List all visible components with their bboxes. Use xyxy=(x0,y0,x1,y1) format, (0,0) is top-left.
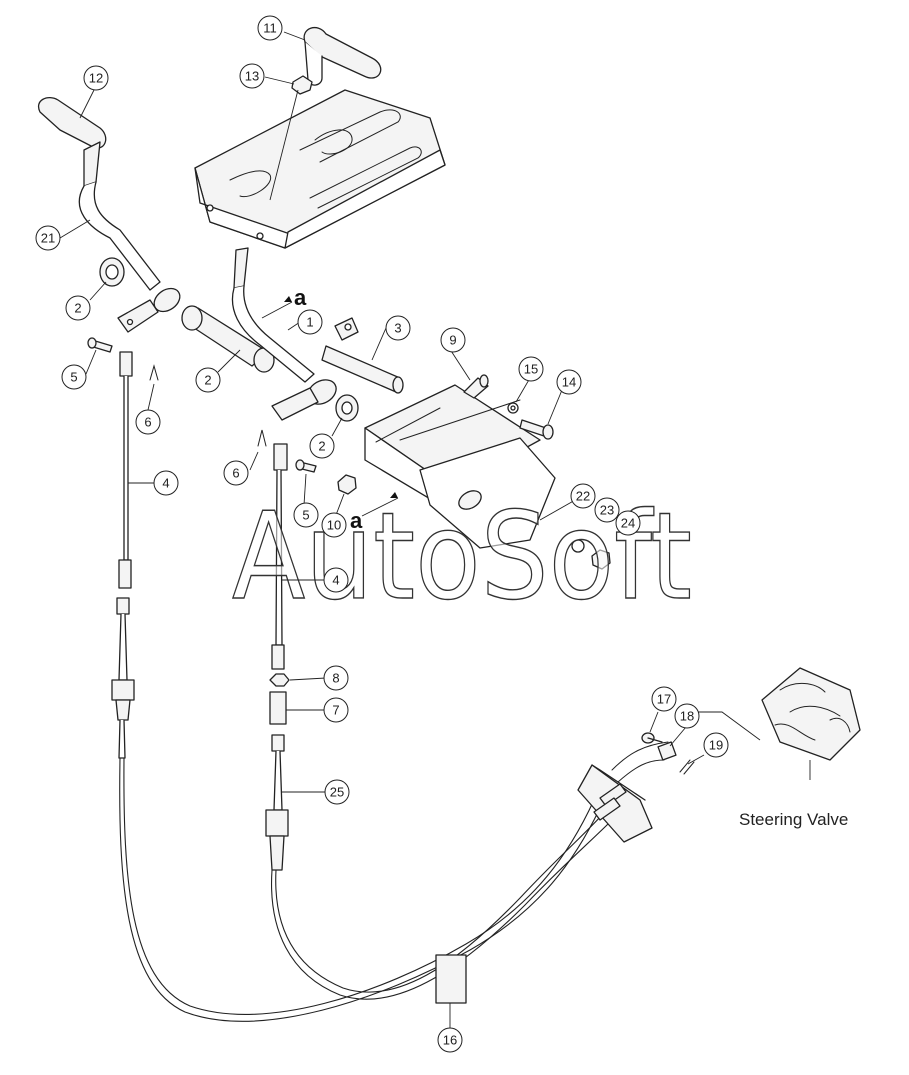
control-rod-left xyxy=(111,351,135,759)
callout-label: 18 xyxy=(680,709,694,724)
cable-end-25 xyxy=(265,734,289,871)
bolt-5-center xyxy=(295,459,317,473)
callout-5-left: 5 xyxy=(61,364,87,390)
callout-label: 1 xyxy=(306,315,313,330)
nut-10 xyxy=(337,474,357,495)
callout-2-center: 2 xyxy=(195,367,221,393)
bolt-14 xyxy=(519,419,554,440)
callout-6-center: 6 xyxy=(223,460,249,486)
callout-label: 5 xyxy=(70,370,77,385)
washer-23 xyxy=(571,539,585,553)
callout-label: 3 xyxy=(394,321,401,336)
callout-label: 5 xyxy=(302,508,309,523)
reference-arrow-a-lower: a xyxy=(350,492,399,533)
steering-valve-label: Steering Valve xyxy=(739,810,848,829)
shift-console-cover xyxy=(194,89,446,249)
right-shift-lever xyxy=(231,247,337,421)
callout-11: 11 xyxy=(257,15,283,41)
callout-leaders xyxy=(59,31,705,1028)
pins-6 xyxy=(149,364,267,447)
control-cables xyxy=(119,757,621,1022)
callout-13: 13 xyxy=(239,63,265,89)
callout-label: 7 xyxy=(332,703,339,718)
callout-7: 7 xyxy=(323,697,349,723)
callout-14: 14 xyxy=(556,369,582,395)
mount-bracket xyxy=(364,384,556,549)
callout-18: 18 xyxy=(674,703,700,729)
callout-label: 2 xyxy=(74,301,81,316)
callout-label: 2 xyxy=(318,439,325,454)
bolt-5-left xyxy=(87,337,113,353)
callout-2-left: 2 xyxy=(65,295,91,321)
callout-22: 22 xyxy=(570,483,596,509)
callout-label: 23 xyxy=(600,503,614,518)
callout-label: 21 xyxy=(41,231,55,246)
callout-label: 24 xyxy=(621,516,635,531)
callout-label: 13 xyxy=(245,69,259,84)
right-lever-knob xyxy=(303,26,382,86)
callout-15: 15 xyxy=(518,356,544,382)
callout-label: 8 xyxy=(332,671,339,686)
pin-19 xyxy=(679,759,695,775)
callout-21: 21 xyxy=(35,225,61,251)
callout-label: 9 xyxy=(449,333,456,348)
callout-12: 12 xyxy=(83,65,109,91)
callout-16: 16 xyxy=(437,1027,463,1053)
callout-3: 3 xyxy=(385,315,411,341)
callout-1: 1 xyxy=(297,309,323,335)
washer xyxy=(507,402,519,414)
reference-arrow-a-upper: a xyxy=(261,285,307,319)
callout-label: 4 xyxy=(332,573,339,588)
callout-label: 25 xyxy=(330,785,344,800)
callout-17: 17 xyxy=(651,686,677,712)
callout-4-center: 4 xyxy=(323,567,349,593)
bushing-left xyxy=(99,257,125,287)
callout-2-right: 2 xyxy=(309,433,335,459)
marker-a-lower: a xyxy=(350,508,363,533)
callout-label: 19 xyxy=(709,738,723,753)
callout-25: 25 xyxy=(324,779,350,805)
callout-8: 8 xyxy=(323,665,349,691)
callout-9: 9 xyxy=(440,327,466,353)
pin-17 xyxy=(641,732,663,744)
callout-label: 2 xyxy=(204,373,211,388)
marker-a-upper: a xyxy=(294,285,307,310)
callout-24: 24 xyxy=(615,510,641,536)
callout-label: 14 xyxy=(562,375,576,390)
callout-6-left: 6 xyxy=(135,409,161,435)
callout-23: 23 xyxy=(594,497,620,523)
callout-label: 10 xyxy=(327,518,341,533)
left-shift-lever xyxy=(37,97,181,333)
callout-19: 19 xyxy=(703,732,729,758)
callout-label: 6 xyxy=(232,466,239,481)
callout-label: 12 xyxy=(89,71,103,86)
grease-fitting xyxy=(463,374,489,399)
callout-label: 22 xyxy=(576,489,590,504)
control-rod-center xyxy=(271,443,288,670)
callout-4-left: 4 xyxy=(153,470,179,496)
valve-mount-bracket xyxy=(577,741,669,843)
callout-5-center: 5 xyxy=(293,502,319,528)
nut-13 xyxy=(291,75,313,95)
callout-label: 17 xyxy=(657,692,671,707)
bushing-right xyxy=(335,394,359,422)
callout-10: 10 xyxy=(321,512,347,538)
pivot-shaft xyxy=(321,317,404,394)
callout-label: 11 xyxy=(263,21,277,36)
lock-nut xyxy=(269,673,290,687)
joint-sleeve xyxy=(269,691,287,725)
cable-clamp xyxy=(435,954,467,1004)
callout-label: 4 xyxy=(162,476,169,491)
callout-label: 6 xyxy=(144,415,151,430)
callout-label: 16 xyxy=(443,1033,457,1048)
clevis-18 xyxy=(657,741,677,761)
steering-valve xyxy=(696,667,861,780)
callout-label: 15 xyxy=(524,362,538,377)
nut-24 xyxy=(591,549,611,570)
